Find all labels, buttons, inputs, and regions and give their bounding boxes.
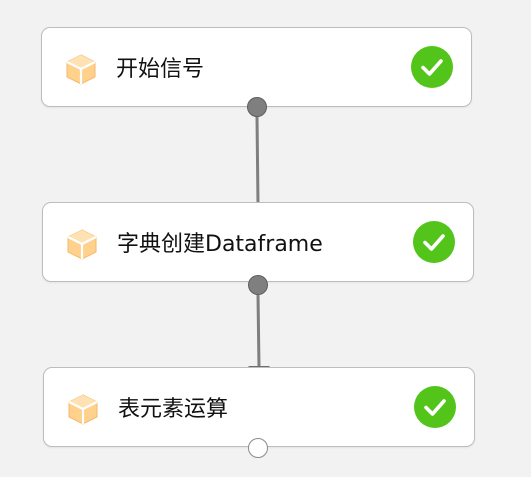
success-check-icon <box>414 386 456 428</box>
node-label: 字典创建Dataframe <box>117 232 323 257</box>
node-label: 表元素运算 <box>118 397 229 422</box>
node-label: 开始信号 <box>116 57 205 82</box>
connector-line[interactable] <box>255 116 260 205</box>
module-node-dict-to-dataframe[interactable]: 字典创建Dataframe <box>42 202 474 282</box>
output-port-connected[interactable] <box>247 97 267 117</box>
module-node-table-element-operation[interactable]: 表元素运算 <box>43 367 475 447</box>
output-port-connected[interactable] <box>248 275 268 295</box>
output-port-empty[interactable] <box>248 438 268 458</box>
module-cube-icon <box>66 54 96 85</box>
success-check-icon <box>413 221 455 263</box>
connector-line[interactable] <box>256 294 261 369</box>
module-cube-icon <box>68 394 98 425</box>
module-node-start-signal[interactable]: 开始信号 <box>41 27 472 107</box>
success-check-icon <box>411 46 453 88</box>
module-cube-icon <box>67 229 97 260</box>
